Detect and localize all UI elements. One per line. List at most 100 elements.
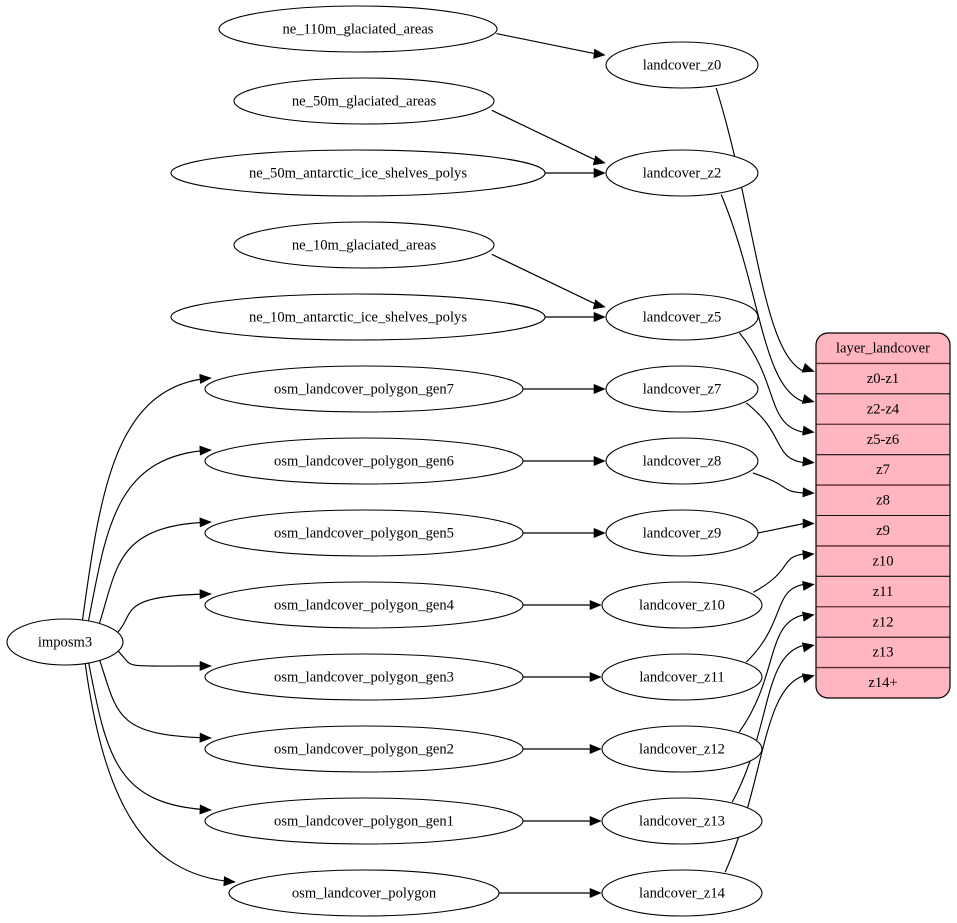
- edge-ne_10m_glaciated_areas-to-landcover_z5: [491, 253, 606, 310]
- edge-line: [117, 650, 212, 667]
- node-osm_landcover_polygon_gen6[interactable]: osm_landcover_polygon_gen6: [204, 437, 524, 485]
- node-osm_landcover_polygon_gen5[interactable]: osm_landcover_polygon_gen5: [204, 509, 524, 557]
- node-ne_50m_glaciated_areas[interactable]: ne_50m_glaciated_areas: [233, 77, 495, 125]
- edge-line: [715, 87, 805, 372]
- node-ne_50m_antarctic_ice_shelves_polys[interactable]: ne_50m_antarctic_ice_shelves_polys: [170, 149, 546, 197]
- node-osm_landcover_polygon_gen1[interactable]: osm_landcover_polygon_gen1: [204, 797, 524, 845]
- node-shape: [228, 869, 500, 917]
- node-osm_landcover_polygon_gen4[interactable]: osm_landcover_polygon_gen4: [204, 581, 524, 629]
- node-ne_10m_antarctic_ice_shelves_polys[interactable]: ne_10m_antarctic_ice_shelves_polys: [170, 293, 546, 341]
- node-shape: [204, 509, 524, 557]
- edge-arrowhead: [223, 876, 236, 887]
- node-landcover_z13[interactable]: landcover_z13: [601, 797, 763, 845]
- edge-line: [99, 660, 212, 739]
- edge-ne_50m_antarctic_ice_shelves_polys-to-landcover_z2: [545, 167, 606, 179]
- edge-landcover_z10-to-table-z10: [753, 550, 815, 593]
- edge-arrowhead: [802, 456, 815, 467]
- edge-arrowhead: [589, 887, 602, 899]
- edge-arrowhead: [199, 804, 212, 815]
- edge-line: [738, 614, 805, 733]
- node-shape: [6, 618, 124, 666]
- edge-arrowhead: [589, 671, 602, 683]
- edge-arrowhead: [802, 611, 815, 622]
- node-landcover_z5[interactable]: landcover_z5: [605, 293, 759, 341]
- edge-line: [757, 522, 805, 534]
- node-shape: [601, 797, 763, 845]
- edge-line: [84, 663, 236, 883]
- edge-arrowhead: [593, 48, 606, 59]
- node-shape: [605, 293, 759, 341]
- edge-arrowhead: [199, 589, 212, 600]
- edge-arrowhead: [589, 815, 602, 827]
- edge-line: [739, 332, 805, 433]
- edge-arrowhead: [801, 362, 815, 373]
- node-shape: [233, 221, 495, 269]
- edge-line: [745, 583, 805, 663]
- edge-imposm3-to-osm_landcover_polygon_gen6: [87, 445, 212, 622]
- edge-arrowhead: [199, 445, 212, 456]
- node-shape: [601, 581, 763, 629]
- edge-landcover_z12-to-table-z12: [738, 611, 815, 733]
- node-landcover_z2[interactable]: landcover_z2: [605, 149, 759, 197]
- edge-arrowhead: [199, 517, 212, 528]
- edge-line: [491, 109, 596, 161]
- node-landcover_z10[interactable]: landcover_z10: [601, 581, 763, 629]
- node-landcover_z14[interactable]: landcover_z14: [601, 869, 763, 917]
- node-shape: [218, 5, 498, 53]
- edge-arrowhead: [801, 642, 815, 653]
- node-landcover_z0[interactable]: landcover_z0: [605, 41, 759, 89]
- node-ne_110m_glaciated_areas[interactable]: ne_110m_glaciated_areas: [218, 5, 498, 53]
- node-shape: [204, 797, 524, 845]
- edge-landcover_z8-to-table-z8: [752, 472, 815, 498]
- edge-ne_50m_glaciated_areas-to-landcover_z2: [491, 109, 606, 166]
- edges-layer: [81, 33, 815, 899]
- edge-landcover_z2-to-table-z2-z4: [720, 194, 815, 404]
- edge-arrowhead: [802, 425, 815, 436]
- node-shape: [233, 77, 495, 125]
- node-shape: [204, 365, 524, 413]
- edge-line: [731, 644, 805, 803]
- edge-imposm3-to-osm_landcover_polygon_gen3: [117, 650, 212, 671]
- node-landcover_z11[interactable]: landcover_z11: [601, 653, 763, 701]
- node-shape: [170, 149, 546, 197]
- edge-line: [724, 675, 805, 873]
- edge-line: [98, 521, 212, 624]
- edge-imposm3-to-osm_landcover_polygon_gen5: [98, 517, 212, 624]
- edge-line: [753, 553, 805, 593]
- node-shape: [605, 149, 759, 197]
- edge-line: [496, 33, 596, 55]
- edge-line: [88, 662, 212, 811]
- table-outline: [815, 332, 951, 699]
- edge-arrowhead: [593, 167, 606, 179]
- node-ne_10m_glaciated_areas[interactable]: ne_10m_glaciated_areas: [233, 221, 495, 269]
- edge-osm_landcover_polygon_gen3-to-landcover_z11: [523, 671, 602, 683]
- edge-imposm3-to-osm_landcover_polygon_gen1: [88, 662, 212, 815]
- edge-osm_landcover_polygon_gen4-to-landcover_z10: [523, 599, 602, 611]
- node-shape: [601, 653, 763, 701]
- edge-osm_landcover_polygon_gen2-to-landcover_z12: [523, 743, 602, 755]
- edge-arrowhead: [592, 155, 606, 166]
- edge-arrowhead: [802, 580, 815, 591]
- node-osm_landcover_polygon_gen2[interactable]: osm_landcover_polygon_gen2: [204, 725, 524, 773]
- node-osm_landcover_polygon_gen3[interactable]: osm_landcover_polygon_gen3: [204, 653, 524, 701]
- edge-imposm3-to-osm_landcover_polygon_gen2: [99, 660, 212, 743]
- node-osm_landcover_polygon_gen7[interactable]: osm_landcover_polygon_gen7: [204, 365, 524, 413]
- edge-landcover_z13-to-table-z13: [731, 642, 815, 803]
- node-landcover_z8[interactable]: landcover_z8: [605, 437, 759, 485]
- node-landcover_z9[interactable]: landcover_z9: [605, 509, 759, 557]
- node-shape: [605, 41, 759, 89]
- edge-imposm3-to-osm_landcover_polygon: [84, 663, 236, 887]
- edge-arrowhead: [593, 527, 606, 539]
- edge-landcover_z0-to-table-z0-z1: [715, 87, 815, 373]
- node-landcover_z7[interactable]: landcover_z7: [605, 365, 759, 413]
- edge-osm_landcover_polygon_gen6-to-landcover_z8: [523, 455, 606, 467]
- edge-landcover_z9-to-table-z9: [757, 518, 815, 534]
- edge-osm_landcover_polygon-to-landcover_z14: [499, 887, 602, 899]
- node-imposm3[interactable]: imposm3: [6, 618, 124, 666]
- edge-osm_landcover_polygon_gen7-to-landcover_z7: [523, 383, 606, 395]
- node-shape: [601, 725, 763, 773]
- edge-line: [81, 377, 212, 621]
- node-osm_landcover_polygon[interactable]: osm_landcover_polygon: [228, 869, 500, 917]
- node-shape: [605, 365, 759, 413]
- node-landcover_z12[interactable]: landcover_z12: [601, 725, 763, 773]
